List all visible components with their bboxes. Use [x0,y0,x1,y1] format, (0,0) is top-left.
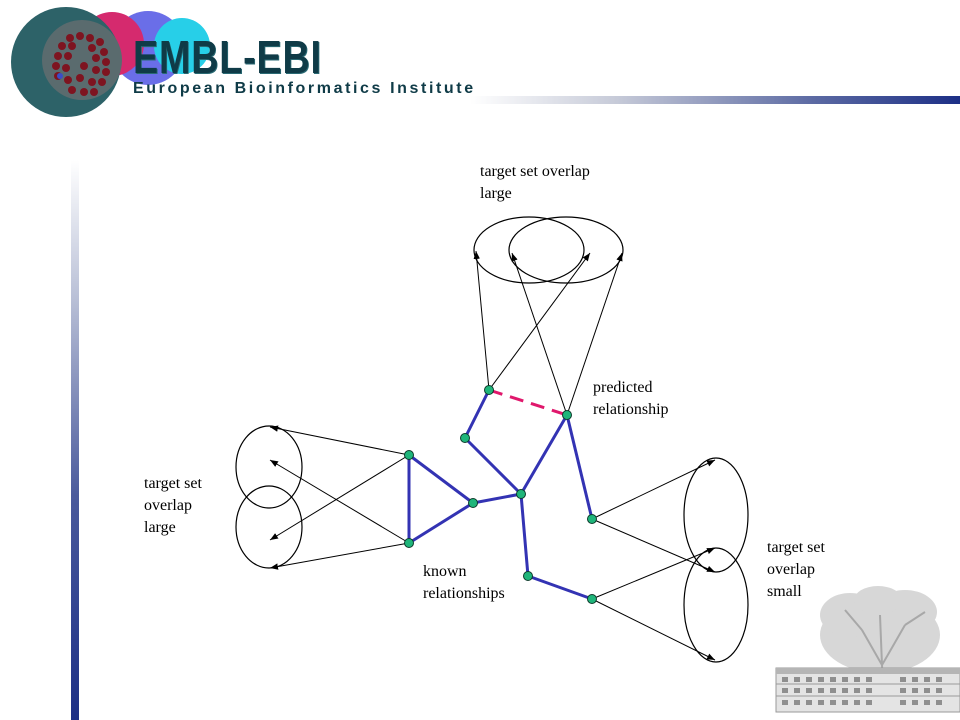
right-target-set-ellipse-bottom [683,547,749,663]
known-label-line2: relationships [423,585,505,602]
predicted-relationship-label: predicted relationship [593,377,669,421]
known-edge [565,413,594,521]
header: EMBL-EBI European Bioinformatics Institu… [0,0,960,125]
known-edge [407,501,475,545]
logo-title: EMBL-EBI [133,31,322,83]
left-overlap-label-line2: overlap [144,497,192,514]
right-overlap-label-line3: small [767,583,802,600]
predicted-label-line2: relationship [593,401,669,418]
left-target-set-ellipse-top [235,425,303,509]
arrow [488,252,591,391]
right-overlap-label-line1: target set [767,539,825,556]
network-node [404,450,414,460]
network-node [523,571,533,581]
left-overlap-label-line1: target set [144,475,202,492]
top-overlap-label-line1: target set overlap [480,163,590,180]
network-node [468,498,478,508]
left-overlap-label-line3: large [144,519,176,536]
network-node [562,410,572,420]
known-edge [463,388,491,440]
logo-subtitle: European Bioinformatics Institute [133,80,476,97]
known-edge [471,492,523,505]
left-gradient-rule [71,160,79,720]
network-node [404,538,414,548]
known-edge [519,413,569,496]
tree-building-icon [775,586,960,713]
network-node [484,385,494,395]
arrow [269,542,410,570]
top-target-set-ellipse-right [508,216,624,284]
predicted-edge [488,388,568,417]
known-relationships-label: known relationships [423,561,505,605]
arrow [591,459,716,520]
known-edge [526,574,594,601]
top-target-set-ellipse-left [473,216,585,284]
arrow [269,425,410,456]
arrow [473,250,490,391]
arrow [566,252,623,416]
network-node [587,514,597,524]
arrow [591,598,716,661]
header-gradient-rule [470,96,960,104]
left-target-set-ellipse-bottom [235,485,303,569]
right-overlap-label-line2: overlap [767,561,815,578]
known-edge [519,492,530,578]
embl-ebi-logo-icon [11,7,210,117]
arrow [591,547,716,600]
known-label-line1: known [423,563,467,580]
top-overlap-label: target set overlap large [480,161,590,205]
network-node [516,489,526,499]
arrow [511,252,568,416]
network-node [587,594,597,604]
arrow [269,459,410,544]
right-target-set-ellipse-top [683,457,749,573]
known-edge [463,436,523,496]
left-overlap-label: target set overlap large [144,473,202,539]
predicted-label-line1: predicted [593,379,653,396]
top-overlap-label-line2: large [480,185,512,202]
right-overlap-label: target set overlap small [767,537,825,603]
known-edge [407,453,475,505]
arrow [591,518,716,573]
network-node [460,433,470,443]
arrow [269,454,410,541]
